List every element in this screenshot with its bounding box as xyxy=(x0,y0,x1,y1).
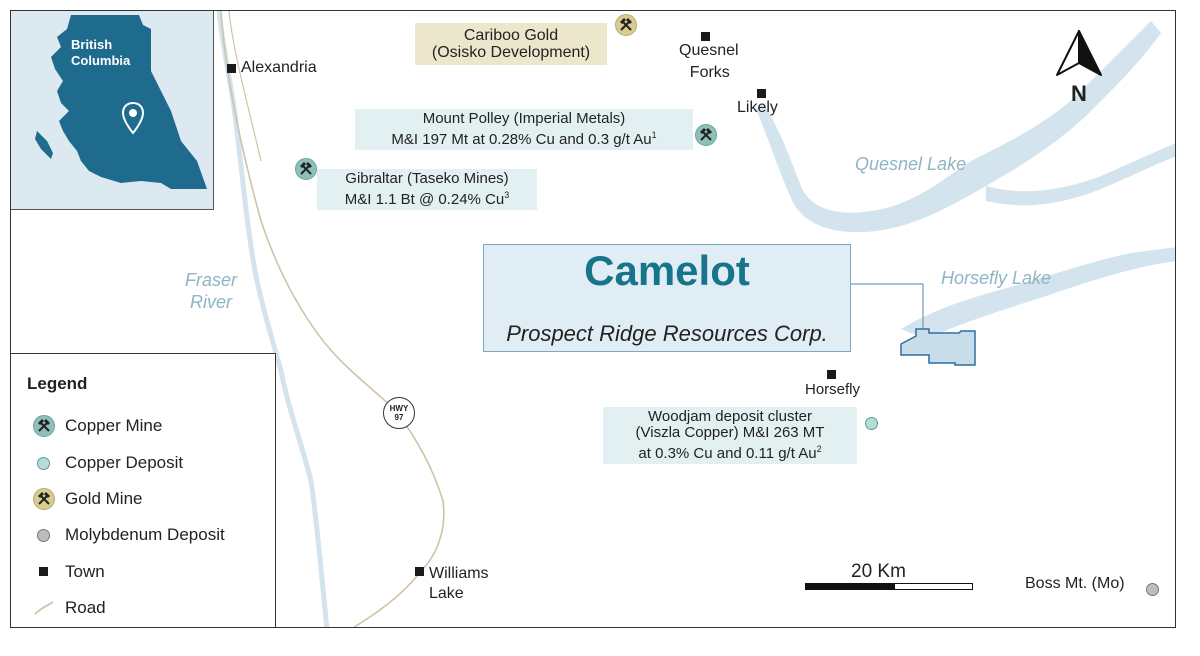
map-pin-icon xyxy=(121,101,145,135)
bc-province-shape xyxy=(35,15,207,189)
legend: Legend Copper Mine Copper Deposit Gold M… xyxy=(11,353,276,627)
map-frame: British Columbia Alexandria Quesnel Fork… xyxy=(10,10,1176,628)
legend-item-copper-deposit: Copper Deposit xyxy=(27,451,267,475)
road-secondary xyxy=(228,11,262,162)
base-map xyxy=(216,11,1175,627)
gibraltar-label: Gibraltar (Taseko Mines) M&I 1.1 Bt @ 0.… xyxy=(317,169,537,210)
fraser-river-label: Fraser River xyxy=(185,270,238,312)
gold-mine-icon xyxy=(33,488,55,510)
quesnel-lake xyxy=(756,21,1161,233)
quesnel-lake-label: Quesnel Lake xyxy=(855,154,967,174)
woodjam-label: Woodjam deposit cluster (Viszla Copper) … xyxy=(603,407,857,464)
horsefly-lake-label: Horsefly Lake xyxy=(941,268,1052,288)
camelot-claim-area xyxy=(900,328,976,366)
town-icon xyxy=(415,567,424,576)
north-arrow-icon xyxy=(1056,30,1102,76)
town-icon xyxy=(757,89,766,98)
camelot-leader-line xyxy=(851,283,924,331)
camelot-project-box: Camelot Prospect Ridge Resources Corp. xyxy=(483,244,851,352)
mount-polley-label: Mount Polley (Imperial Metals) M&I 197 M… xyxy=(355,109,693,150)
copper-deposit-icon xyxy=(37,457,50,470)
scale-bar: 20 Km xyxy=(805,561,975,595)
inset-province-label: British Columbia xyxy=(71,37,131,68)
horsefly-lake xyxy=(901,247,1175,339)
quesnel-lake-arm xyxy=(986,143,1175,206)
legend-item-copper-mine: Copper Mine xyxy=(27,414,267,438)
gold-mine-icon xyxy=(615,14,637,36)
camelot-subtitle: Prospect Ridge Resources Corp. xyxy=(506,321,828,346)
legend-item-town: Town xyxy=(27,560,267,584)
road-icon xyxy=(34,601,54,615)
copper-mine-icon xyxy=(695,124,717,146)
legend-title: Legend xyxy=(27,374,88,393)
legend-item-gold-mine: Gold Mine xyxy=(27,487,267,511)
town-icon xyxy=(827,370,836,379)
copper-mine-icon xyxy=(295,158,317,180)
copper-mine-icon xyxy=(33,415,55,437)
town-icon xyxy=(701,32,710,41)
legend-item-molybdenum-deposit: Molybdenum Deposit xyxy=(27,523,267,547)
copper-deposit-icon xyxy=(865,417,878,430)
cariboo-gold-label: Cariboo Gold (Osisko Development) xyxy=(415,23,607,65)
town-icon xyxy=(39,567,48,576)
town-label-alexandria: Alexandria xyxy=(241,59,317,76)
inset-map: British Columbia xyxy=(11,11,214,210)
town-icon xyxy=(227,64,236,73)
legend-item-road: Road xyxy=(27,596,267,620)
camelot-title: Camelot xyxy=(584,247,750,294)
molybdenum-deposit-icon xyxy=(37,529,50,542)
town-label-horsefly: Horsefly xyxy=(805,381,861,398)
boss-mt-label: Boss Mt. (Mo) xyxy=(1025,575,1125,592)
town-label-likely: Likely xyxy=(737,99,778,116)
highway-97-shield: HWY 97 xyxy=(383,397,415,429)
molybdenum-deposit-icon xyxy=(1146,583,1159,596)
north-arrow: N xyxy=(1051,29,1107,109)
town-label-quesnel-forks: Quesnel Forks xyxy=(679,42,739,81)
town-label-williams-lake: Williams Lake xyxy=(429,565,489,602)
